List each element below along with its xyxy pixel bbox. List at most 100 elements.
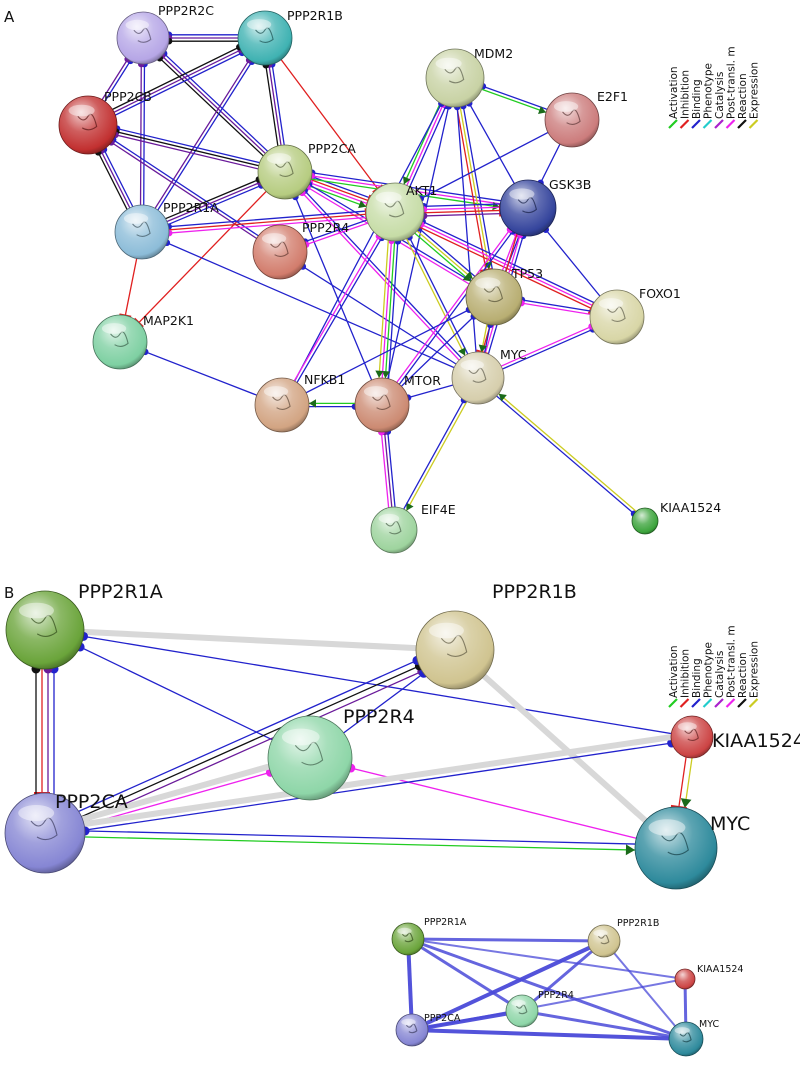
- node-ppp2r1b[interactable]: PPP2R1B: [415, 581, 577, 690]
- node-kiaa1524[interactable]: KIAA1524: [674, 964, 743, 990]
- node-kiaa1524[interactable]: KIAA1524: [631, 500, 721, 535]
- legend-swatch: [679, 698, 690, 708]
- node-myc[interactable]: MYC: [668, 1019, 719, 1057]
- node-sphere: [425, 48, 485, 108]
- node-e2f1[interactable]: E2F1: [544, 89, 628, 148]
- node-ppp2r4[interactable]: PPP2R4: [252, 220, 349, 280]
- legend-swatch: [702, 698, 713, 708]
- legend-swatch: [691, 698, 701, 708]
- panel-b-letter: B: [4, 584, 14, 602]
- edge-PPP2R1B-PPP2CA-reaction: [44, 649, 456, 834]
- legend-label: Phenotype: [703, 642, 715, 698]
- node-akt1[interactable]: AKT1: [365, 182, 437, 242]
- node-sphere: [465, 268, 523, 326]
- edge-PPP2R1A-PPP2R4: [407, 937, 523, 1013]
- sphere-highlight: [123, 213, 149, 224]
- edge-MDM2-NFKB1-binding: [281, 77, 456, 406]
- node-label: MYC: [710, 813, 750, 835]
- node-sphere: [4, 792, 86, 874]
- node-label: GSK3B: [549, 177, 591, 192]
- edge-AKT1-NFKB1-binding: [282, 212, 398, 407]
- node-label: KIAA1524: [660, 500, 721, 515]
- node-eif4e[interactable]: EIF4E: [370, 502, 456, 554]
- edge-PPP2R1B-PPP2R1A-catalysis: [139, 36, 265, 232]
- node-sphere: [58, 95, 118, 155]
- node-sphere: [92, 314, 148, 370]
- edge-PPP2R1A-PPP2R1B: [407, 937, 605, 943]
- protein-structure-icon: [385, 520, 402, 535]
- sphere-highlight: [435, 57, 462, 70]
- node-ppp2r1b[interactable]: PPP2R1B: [237, 8, 343, 66]
- protein-structure-icon: [30, 817, 58, 841]
- node-ppp2r4[interactable]: PPP2R4: [267, 706, 415, 801]
- protein-structure-icon: [372, 394, 391, 410]
- protein-structure-icon: [515, 1004, 528, 1015]
- node-ppp2r2c[interactable]: PPP2R2C: [116, 3, 214, 65]
- sphere-highlight: [18, 805, 55, 821]
- node-ppp2ca[interactable]: PPP2CA: [257, 141, 356, 200]
- protein-structure-icon: [294, 741, 324, 766]
- node-foxo1[interactable]: FOXO1: [589, 286, 681, 345]
- node-ppp2ca[interactable]: PPP2CA: [395, 1013, 461, 1047]
- sphere-highlight: [648, 819, 686, 836]
- node-ppp2r4[interactable]: PPP2R4: [505, 990, 574, 1028]
- node-tp53[interactable]: TP53: [465, 266, 543, 326]
- protein-structure-icon: [679, 1032, 692, 1043]
- protein-structure-icon: [275, 161, 294, 177]
- edge-PPP2R4-MYC: [521, 1009, 687, 1041]
- node-ppp2r1b[interactable]: PPP2R1B: [587, 918, 659, 958]
- edge-PPP2CA-MAP2K1-inhibition: [119, 171, 286, 343]
- legend-label: Post-transl. m: [726, 625, 738, 698]
- edge-PPP2R1B-PPP2R4: [521, 939, 605, 1013]
- node-sphere: [674, 968, 696, 990]
- legend-swatch: [691, 119, 701, 129]
- edge-PPP2R1B-PPP2CA: [411, 939, 605, 1032]
- protein-structure-icon: [401, 932, 414, 943]
- node-ppp2r1a[interactable]: PPP2R1A: [114, 200, 219, 260]
- node-kiaa1524[interactable]: KIAA1524: [670, 715, 800, 759]
- sphere-highlight: [428, 622, 464, 639]
- node-ppp2ca[interactable]: PPP2CA: [4, 791, 128, 874]
- node-sphere: [354, 377, 410, 433]
- edge-PPP2CA-KIAA1524: [411, 978, 686, 1031]
- protein-structure-icon: [597, 934, 610, 945]
- arrowhead-AKT1-MYC: [458, 347, 466, 356]
- edge-PPP2R4-PPP2CA-neutral: [41, 752, 313, 834]
- protein-structure-icon: [77, 113, 98, 131]
- arrowhead-MYC-EIF4E: [406, 502, 414, 511]
- sphere-highlight: [460, 359, 484, 371]
- node-ppp2r1a[interactable]: PPP2R1A: [391, 917, 467, 956]
- sphere-highlight: [18, 602, 54, 619]
- node-label: KIAA1524: [712, 730, 800, 752]
- legend-swatch: [725, 119, 736, 129]
- node-mtor[interactable]: MTOR: [354, 373, 441, 433]
- node-sphere: [415, 610, 495, 690]
- arrowhead-MTOR-NFKB1: [309, 399, 316, 408]
- node-sphere: [631, 507, 659, 535]
- node-label: PPP2R2C: [158, 3, 214, 18]
- node-sphere: [395, 1013, 429, 1047]
- protein-structure-icon: [110, 331, 129, 347]
- legend-swatch: [714, 698, 724, 708]
- node-map2k1[interactable]: MAP2K1: [92, 313, 194, 370]
- node-gsk3b[interactable]: GSK3B: [499, 177, 591, 237]
- edge-PPP2CA-MTOR-binding: [284, 171, 383, 406]
- edge-AKT1-FOXO1-binding: [395, 208, 620, 315]
- legend-swatch: [737, 698, 747, 708]
- legend-label: Catalysis: [714, 72, 726, 119]
- legend-label: Phenotype: [703, 63, 715, 119]
- node-myc[interactable]: MYC: [451, 347, 527, 405]
- edge-PPP2R1A-MYC-binding: [141, 231, 479, 379]
- node-label: FOXO1: [639, 286, 681, 301]
- protein-structure-icon: [483, 286, 504, 303]
- node-nfkb1[interactable]: NFKB1: [254, 372, 345, 433]
- node-sphere: [257, 144, 313, 200]
- node-ppp2r1a[interactable]: PPP2R1A: [5, 581, 163, 670]
- sphere-highlight: [674, 1027, 690, 1034]
- node-myc[interactable]: MYC: [634, 806, 750, 890]
- node-mdm2[interactable]: MDM2: [425, 46, 513, 108]
- edge-PPP2R1A-AKT1-inhibition: [141, 211, 396, 233]
- node-ppp2cb[interactable]: PPP2CB: [58, 89, 152, 155]
- node-label: PPP2CA: [424, 1013, 461, 1024]
